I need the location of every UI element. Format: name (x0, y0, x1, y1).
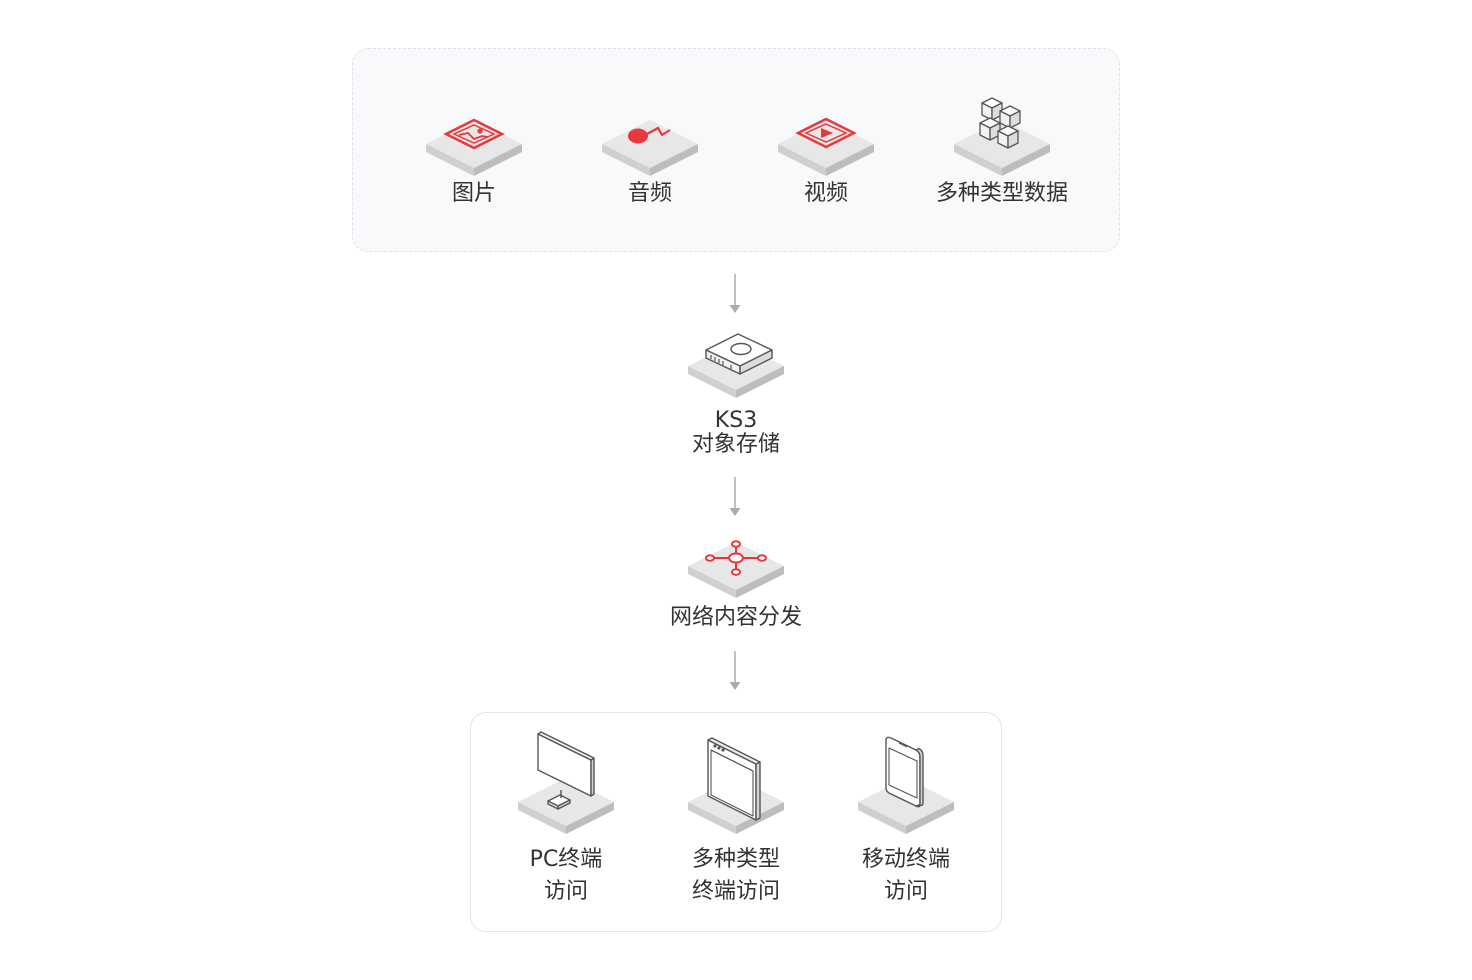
source-label-image: 图片 (451, 181, 496, 206)
flow-arrow-down (725, 650, 745, 694)
source-label-video: 视频 (803, 181, 848, 206)
cubes-icon (952, 88, 1052, 188)
cdn-label: 网络内容分发 (669, 605, 802, 630)
terminal-label-multi-line2: 终端访问 (691, 879, 780, 904)
flow-arrow-down (725, 273, 745, 317)
terminal-label-multi-line1: 多种类型 (691, 847, 780, 872)
mobile-phone-icon (856, 736, 956, 846)
terminal-label-mobile-line2: 访问 (883, 879, 928, 904)
terminal-label-pc-line1: PC终端 (529, 847, 603, 872)
terminal-label-mobile-line1: 移动终端 (861, 847, 950, 872)
storage-label-line1: KS3 (714, 408, 758, 433)
image-icon (424, 88, 524, 188)
source-label-multi-type-data: 多种类型数据 (935, 181, 1068, 206)
tablet-icon (686, 737, 786, 846)
monitor-icon (516, 731, 616, 846)
audio-icon (600, 88, 700, 188)
video-icon (776, 88, 876, 188)
storage-label-line2: 对象存储 (691, 432, 780, 457)
terminal-label-pc-line2: 访问 (543, 879, 588, 904)
source-label-audio: 音频 (627, 181, 672, 206)
network-distribution-icon (686, 510, 786, 610)
flow-arrow-down (725, 476, 745, 520)
storage-server-icon (686, 310, 786, 410)
